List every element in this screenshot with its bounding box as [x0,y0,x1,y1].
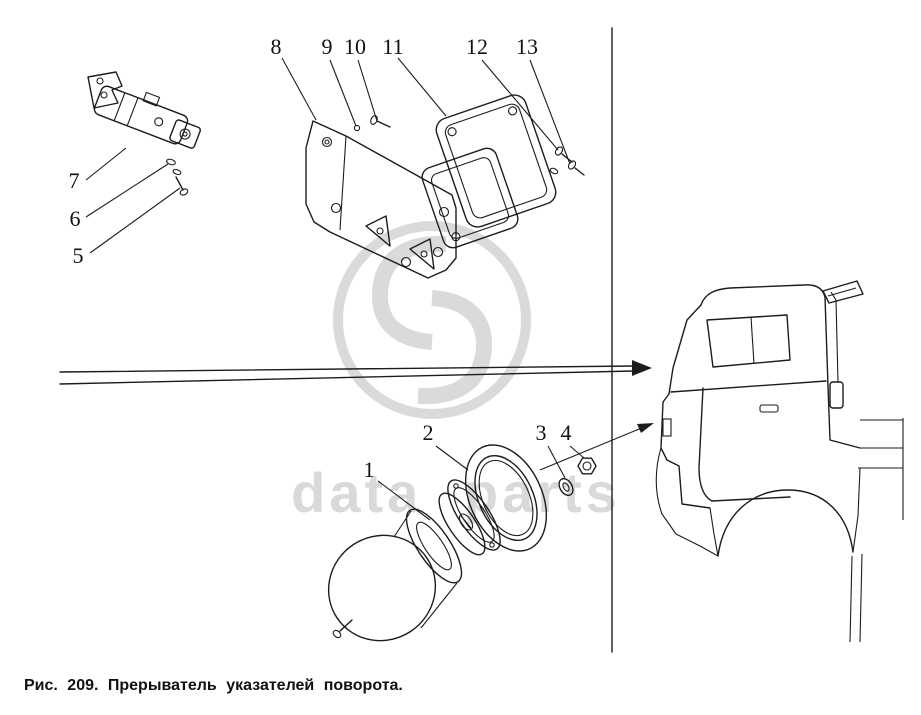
pointer-arrow-lamp [637,423,654,433]
flasher-switch-drawing [87,71,201,196]
callout-11: 11 [382,34,403,59]
turn-lamp-drawing [327,444,597,642]
callout-2: 2 [423,420,434,445]
callout-4: 4 [561,420,572,445]
callout-3: 3 [536,420,547,445]
callout-8: 8 [271,34,282,59]
relay-drawing [421,94,585,249]
callout-leaders [85,57,654,521]
truck-cab-drawing [655,280,904,643]
callout-7: 7 [69,168,80,193]
callout-1: 1 [364,457,375,482]
callout-12: 12 [466,34,488,59]
callout-9: 9 [322,34,333,59]
figure-caption: Рис. 209. Прерыватель указателей поворот… [24,677,403,694]
callout-6: 6 [70,206,81,231]
frame-divider-lines [59,27,652,653]
callout-10: 10 [344,34,366,59]
callout-5: 5 [73,243,84,268]
pointer-arrow-main [632,360,652,376]
mounting-bracket-drawing [305,115,457,279]
callout-13: 13 [516,34,538,59]
